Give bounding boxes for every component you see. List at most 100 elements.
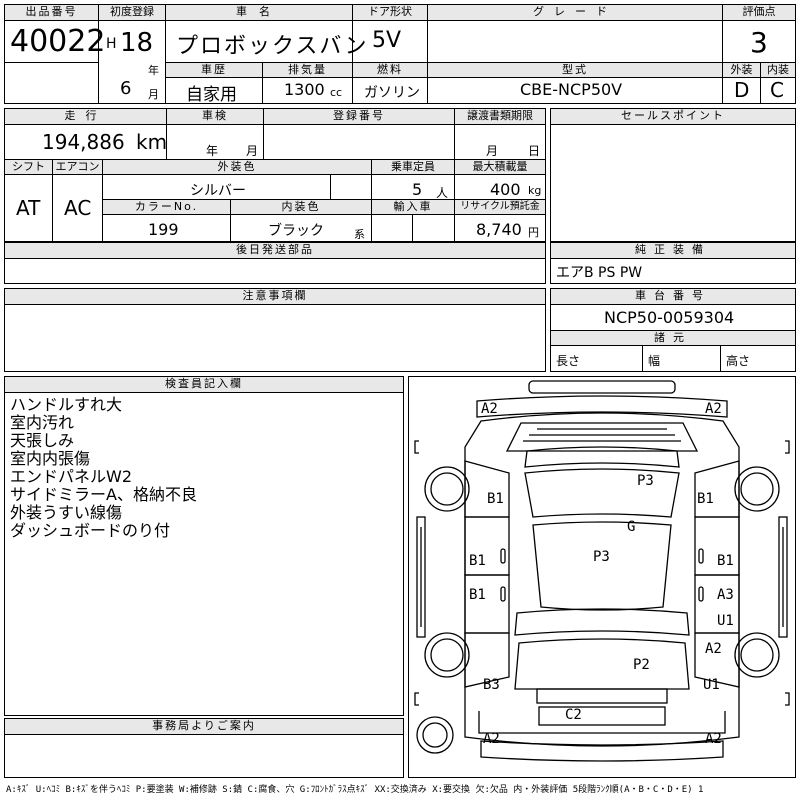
capacity-label: 乗車定員: [372, 160, 454, 175]
color-no-value: 199: [148, 220, 179, 239]
first-reg-month: 6: [120, 78, 132, 99]
ext-color-value: シルバー: [190, 183, 246, 199]
inspector-note: ダッシュボードのり付: [10, 521, 171, 540]
first-reg-year-unit: 年: [148, 64, 159, 77]
door-label: ドア形状: [353, 5, 427, 21]
first-reg-month-unit: 月: [148, 88, 159, 101]
damage-mark: B1: [469, 587, 486, 603]
chassis-value: NCP50-0059304: [604, 308, 735, 327]
damage-mark: P2: [633, 657, 650, 673]
dims-width: 幅: [648, 354, 661, 368]
damage-mark: A3: [717, 587, 734, 603]
damage-mark: A2: [705, 401, 722, 417]
displacement-label: 排気量: [263, 63, 352, 78]
lot-label: 出品番号: [5, 5, 98, 21]
inspection-month-unit: 月: [246, 144, 259, 158]
mileage-value: 194,886: [42, 130, 125, 154]
displacement-unit: cc: [330, 86, 343, 99]
first-reg-label: 初度登録: [99, 5, 165, 21]
ext-grade-value: D: [734, 78, 750, 102]
inspector-note: 室内内張傷: [10, 449, 91, 468]
capacity-unit: 人: [436, 186, 449, 200]
inspector-note: サイドミラーA、格納不良: [10, 485, 197, 504]
damage-mark: P3: [593, 549, 610, 565]
damage-mark: B1: [487, 491, 504, 507]
damage-mark: U1: [703, 677, 720, 693]
damage-mark: B3: [483, 677, 500, 693]
mileage-unit: km: [136, 130, 168, 154]
transfer-month-unit: 月: [486, 144, 499, 158]
history-label: 車歴: [166, 63, 262, 78]
import-label: 輸入車: [372, 200, 454, 215]
max-load-unit: kg: [528, 184, 542, 197]
damage-mark: A2: [705, 731, 722, 747]
color-no-label: カラーNo.: [103, 200, 230, 215]
inspector-note: 室内汚れ: [10, 413, 75, 432]
damage-mark: B1: [469, 553, 486, 569]
inspector-notes: ハンドルすれ大 室内汚れ 天張しみ 室内内張傷 エンドパネルW2 サイドミラーA…: [10, 396, 400, 540]
reg-no-label: 登録番号: [264, 109, 454, 125]
aircon-label: エアコン: [53, 160, 102, 175]
lot-number: 40022: [10, 24, 106, 59]
inspection-label: 車検: [167, 109, 263, 125]
vehicle-detail-panel: [4, 108, 546, 242]
car-name-value: プロボックスバン: [176, 34, 369, 59]
later-parts-label: 後日発送部品: [5, 243, 545, 259]
inspection-year-unit: 年: [206, 144, 219, 158]
inspector-note: エンドパネルW2: [10, 467, 133, 486]
genuine-value: エアB PS PW: [556, 265, 643, 281]
aircon-value: AC: [64, 196, 92, 220]
score-label: 評価点: [723, 5, 795, 21]
chassis-label: 車台番号: [551, 289, 795, 305]
dims-length: 長さ: [556, 354, 581, 368]
int-grade-value: C: [770, 78, 784, 102]
damage-mark: A2: [481, 401, 498, 417]
inspector-note: ハンドルすれ大: [10, 395, 123, 414]
office-label: 事務局よりご案内: [5, 719, 403, 735]
model-value: CBE-NCP50V: [520, 80, 623, 99]
damage-mark: P3: [637, 473, 654, 489]
damage-mark: U1: [717, 613, 734, 629]
shift-value: AT: [16, 196, 41, 220]
inspector-note: 外装うすい線傷: [10, 503, 123, 522]
transfer-label: 譲渡書類期限: [455, 109, 545, 125]
mileage-label: 走行: [5, 109, 166, 125]
int-color-value: ブラック: [268, 223, 324, 239]
damage-mark: A2: [483, 731, 500, 747]
door-value: 5V: [372, 28, 402, 53]
damage-mark: C2: [565, 707, 582, 723]
car-diagram-panel: A2 A2 B1 B1 P3 G P3 B1 B1 B1 A3 U1 A2 P2…: [408, 376, 796, 778]
caution-label: 注意事項欄: [5, 289, 545, 305]
dims-height: 高さ: [726, 354, 751, 368]
inspector-label: 検査員記入欄: [5, 377, 403, 393]
shift-label: シフト: [5, 160, 52, 175]
damage-mark: A2: [705, 641, 722, 657]
transfer-day-unit: 日: [528, 144, 541, 158]
capacity-value: 5: [412, 180, 423, 199]
first-reg-era: H: [106, 36, 117, 52]
int-color-label: 内装色: [231, 200, 371, 215]
recycle-unit: 円: [528, 226, 539, 239]
recycle-value: 8,740: [476, 220, 522, 239]
int-color-unit: 系: [354, 228, 365, 241]
displacement-value: 1300: [284, 80, 325, 99]
legend: A:ｷｽﾞ U:ﾍｺﾐ B:ｷｽﾞを伴うﾍｺﾐ P:要塗装 W:補修跡 S:錆 …: [6, 785, 704, 795]
damage-mark: B1: [717, 553, 734, 569]
dims-label: 諸元: [551, 331, 795, 346]
history-value: 自家用: [186, 85, 237, 105]
recycle-label: リサイクル預託金: [455, 200, 545, 215]
car-diagram: [414, 380, 790, 762]
inspector-note: 天張しみ: [10, 431, 75, 450]
max-load-value: 400: [490, 180, 521, 199]
score-value: 3: [750, 26, 768, 59]
damage-mark: B1: [697, 491, 714, 507]
ext-grade-label: 外装: [723, 63, 760, 78]
ext-color-label: 外装色: [103, 160, 371, 175]
model-label: 型式: [428, 63, 722, 78]
fuel-value: ガソリン: [364, 85, 420, 101]
int-grade-label: 内装: [761, 63, 795, 78]
grade-label: グレード: [428, 5, 722, 21]
sales-point-panel: [550, 108, 796, 242]
sales-point-label: セールスポイント: [551, 109, 795, 125]
damage-mark: G: [627, 519, 636, 535]
